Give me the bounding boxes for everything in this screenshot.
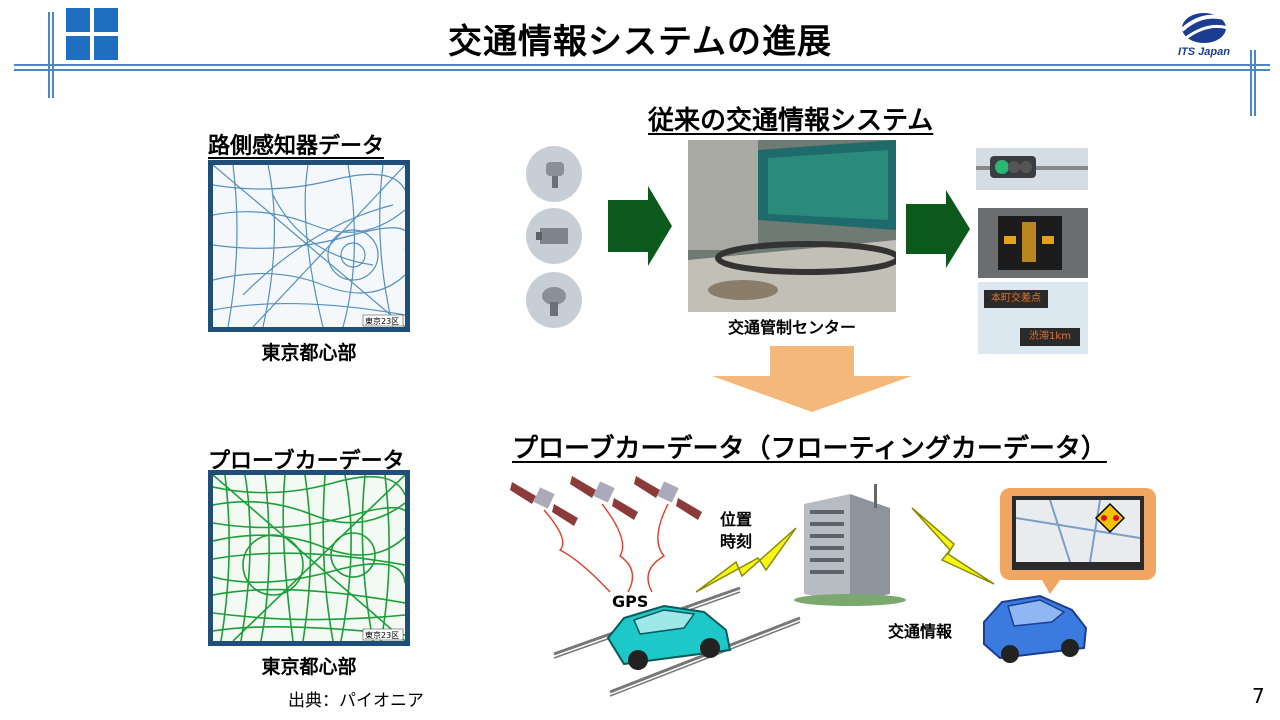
nav-screen-illustration — [1012, 496, 1144, 594]
its-japan-logo: ITS Japan — [1168, 8, 1240, 64]
time-label: 時刻 — [720, 532, 753, 551]
conventional-heading: 従来の交通情報システム — [648, 106, 934, 136]
traffic-center-building-icon — [794, 484, 906, 606]
traffic-signal-photo — [976, 148, 1088, 190]
page-title: 交通情報システムの進展 — [448, 22, 832, 62]
position-label: 位置 — [720, 510, 753, 529]
road-info-sign-photo: 本町交差点 渋滞1km — [978, 282, 1088, 354]
sensor-camera-2-icon — [526, 208, 582, 264]
nav-screen-bubble — [1000, 488, 1156, 594]
down-arrow-icon — [712, 346, 912, 412]
header-right-rule-2 — [1254, 50, 1256, 116]
logo-text: ITS Japan — [1178, 46, 1230, 58]
header-rule-bottom — [14, 69, 1270, 71]
sensor-data-heading: 路側感知器データ — [208, 134, 385, 159]
gps-signal-lines-icon — [543, 503, 669, 593]
header-right-rule — [1250, 50, 1252, 116]
header-rule-top — [14, 64, 1270, 66]
probe-data-heading: プローブカーデータ — [208, 449, 405, 474]
sign-text-1: 本町交差点 — [984, 290, 1048, 308]
header-left-rule — [48, 12, 50, 98]
sensor-map-caption: 東京都心部 — [261, 342, 357, 364]
grid-logo-icon — [66, 8, 118, 60]
flow-arrow-1-icon — [608, 186, 672, 266]
control-center-illustration — [688, 140, 896, 312]
satellites-icon — [510, 476, 702, 526]
flow-arrow-2-icon — [906, 190, 970, 268]
probe-car-icon — [606, 604, 732, 670]
traffic-info-label: 交通情報 — [888, 622, 953, 641]
probe-map-roads — [213, 475, 405, 641]
receiving-car-icon — [983, 594, 1088, 663]
header-left-rule-2 — [52, 12, 54, 98]
sensor-camera-3-icon — [526, 272, 582, 328]
sensor-map-tag: 東京23区 — [365, 317, 400, 326]
control-center-caption: 交通管制センター — [727, 318, 856, 337]
probe-map-caption: 東京都心部 — [261, 656, 357, 678]
probe-map: 東京23区 — [208, 470, 410, 646]
sensor-map: 東京23区 — [208, 160, 410, 332]
variable-message-sign-photo — [978, 208, 1088, 278]
source-note: 出典：パイオニア — [288, 691, 424, 711]
probe-heading: プローブカーデータ（フローティングカーデータ） — [512, 434, 1107, 464]
sensor-map-roads — [213, 165, 405, 327]
data-transmit-bolt-icon — [696, 527, 797, 593]
page-number: 7 — [1252, 684, 1265, 708]
control-center-photo — [688, 140, 896, 312]
probe-map-tag: 東京23区 — [365, 631, 400, 640]
gps-label: GPS — [612, 592, 649, 611]
sensor-camera-1-icon — [526, 146, 582, 202]
sign-text-2: 渋滞1km — [1020, 328, 1080, 346]
info-transmit-bolt-icon — [911, 507, 995, 585]
